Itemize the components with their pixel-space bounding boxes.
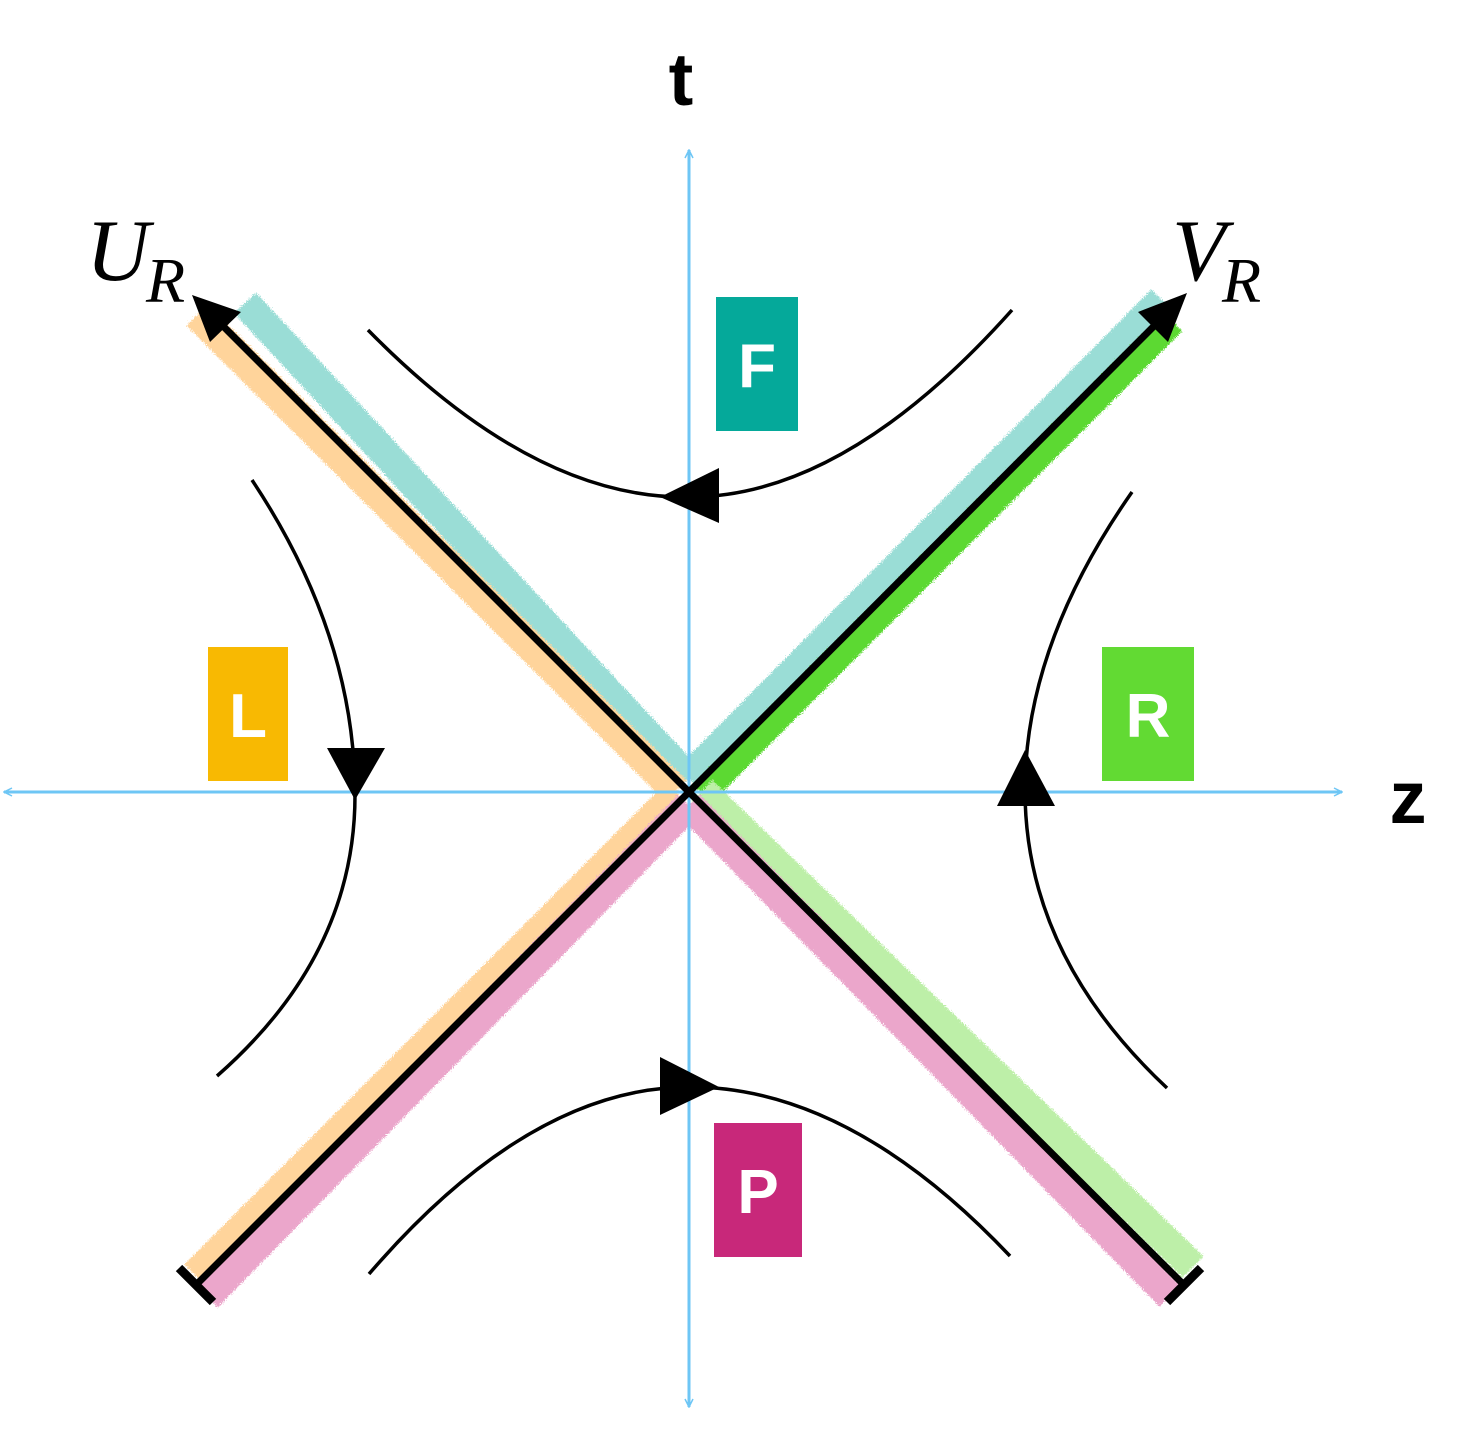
end-cap-lower-right (1163, 1264, 1205, 1306)
region-f-box (716, 297, 798, 431)
end-cap-lower-left (175, 1264, 217, 1306)
flow-arrow-right-icon (997, 750, 1055, 806)
region-l: L (208, 647, 288, 781)
band-right-lower-lightgreen (691, 780, 1204, 1278)
band-right-upper-green (692, 312, 1183, 804)
region-p: P (714, 1123, 802, 1257)
null-line-lower-right (686, 789, 1187, 1288)
v-label-main: V (1172, 203, 1235, 300)
region-r-label: R (1126, 682, 1171, 751)
band-left-upper-orange (186, 304, 687, 802)
band-past-right-pink (678, 794, 1181, 1307)
v-null-line (686, 315, 1165, 795)
region-p-box (714, 1123, 802, 1257)
region-f-label: F (738, 332, 776, 401)
band-future-right-teal (677, 289, 1173, 789)
region-l-box (208, 647, 288, 781)
band-left-lower-orange (184, 782, 688, 1286)
v-label-sub: R (1221, 245, 1261, 316)
coordinate-axes (4, 150, 1342, 1407)
band-past-left-pink (196, 794, 700, 1308)
z-axis-label: z (1390, 756, 1427, 839)
flow-arrow-past-icon (660, 1057, 719, 1115)
v-r-label: V R (1172, 203, 1261, 316)
region-p-label: P (737, 1158, 778, 1227)
region-r: R (1102, 647, 1194, 781)
u-null-line (209, 312, 692, 795)
region-r-box (1102, 647, 1194, 781)
flow-arrow-left-icon (327, 748, 385, 800)
null-line-lower-left (193, 789, 692, 1288)
region-f: F (716, 297, 798, 431)
region-l-label: L (229, 682, 267, 751)
v-arrowhead-icon (1138, 293, 1187, 342)
null-lines (175, 312, 1205, 1306)
u-label-main: U (86, 203, 155, 300)
u-label-sub: R (145, 245, 185, 316)
band-future-left-teal (234, 292, 700, 790)
flow-arrow-future-icon (660, 468, 719, 523)
horizon-bands (184, 289, 1204, 1308)
t-axis-label: t (669, 38, 694, 121)
u-arrowhead-icon (192, 295, 241, 342)
u-r-label: U R (86, 203, 185, 316)
